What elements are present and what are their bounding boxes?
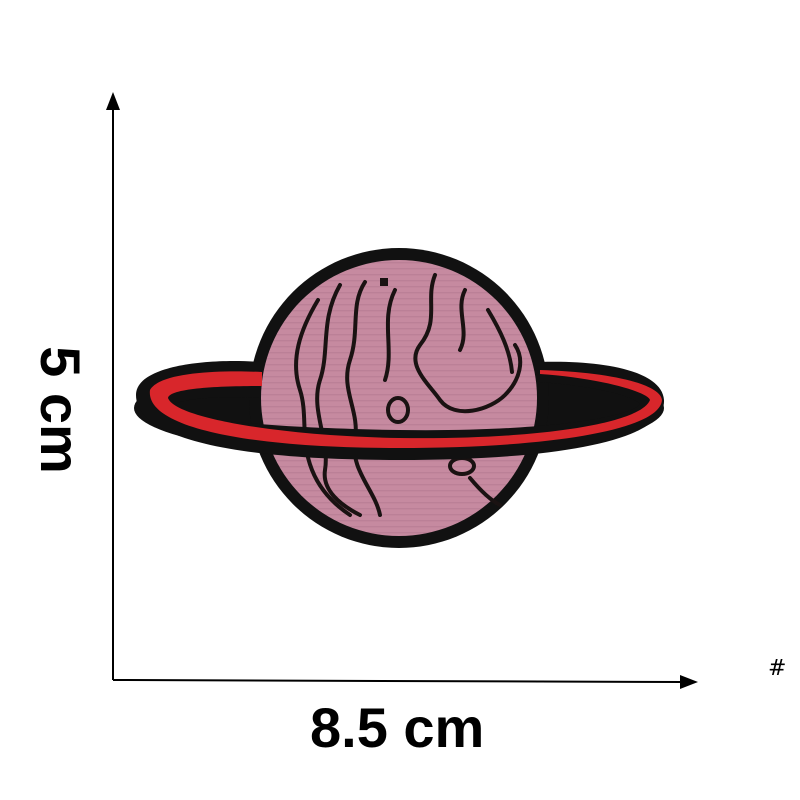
planet-surface-lines <box>294 273 523 517</box>
planet-crater-1 <box>386 396 410 424</box>
ring-red-stripe <box>149 370 663 448</box>
width-dimension-label: 8.5 cm <box>310 696 485 759</box>
width-axis-arrowhead <box>680 675 698 689</box>
planet-dot <box>380 278 388 286</box>
height-dimension-label: 5 cm <box>29 346 92 474</box>
planet-patch <box>134 248 665 548</box>
width-axis-line <box>112 679 683 683</box>
corner-mark: # <box>768 656 787 681</box>
height-axis-arrowhead <box>106 92 120 110</box>
